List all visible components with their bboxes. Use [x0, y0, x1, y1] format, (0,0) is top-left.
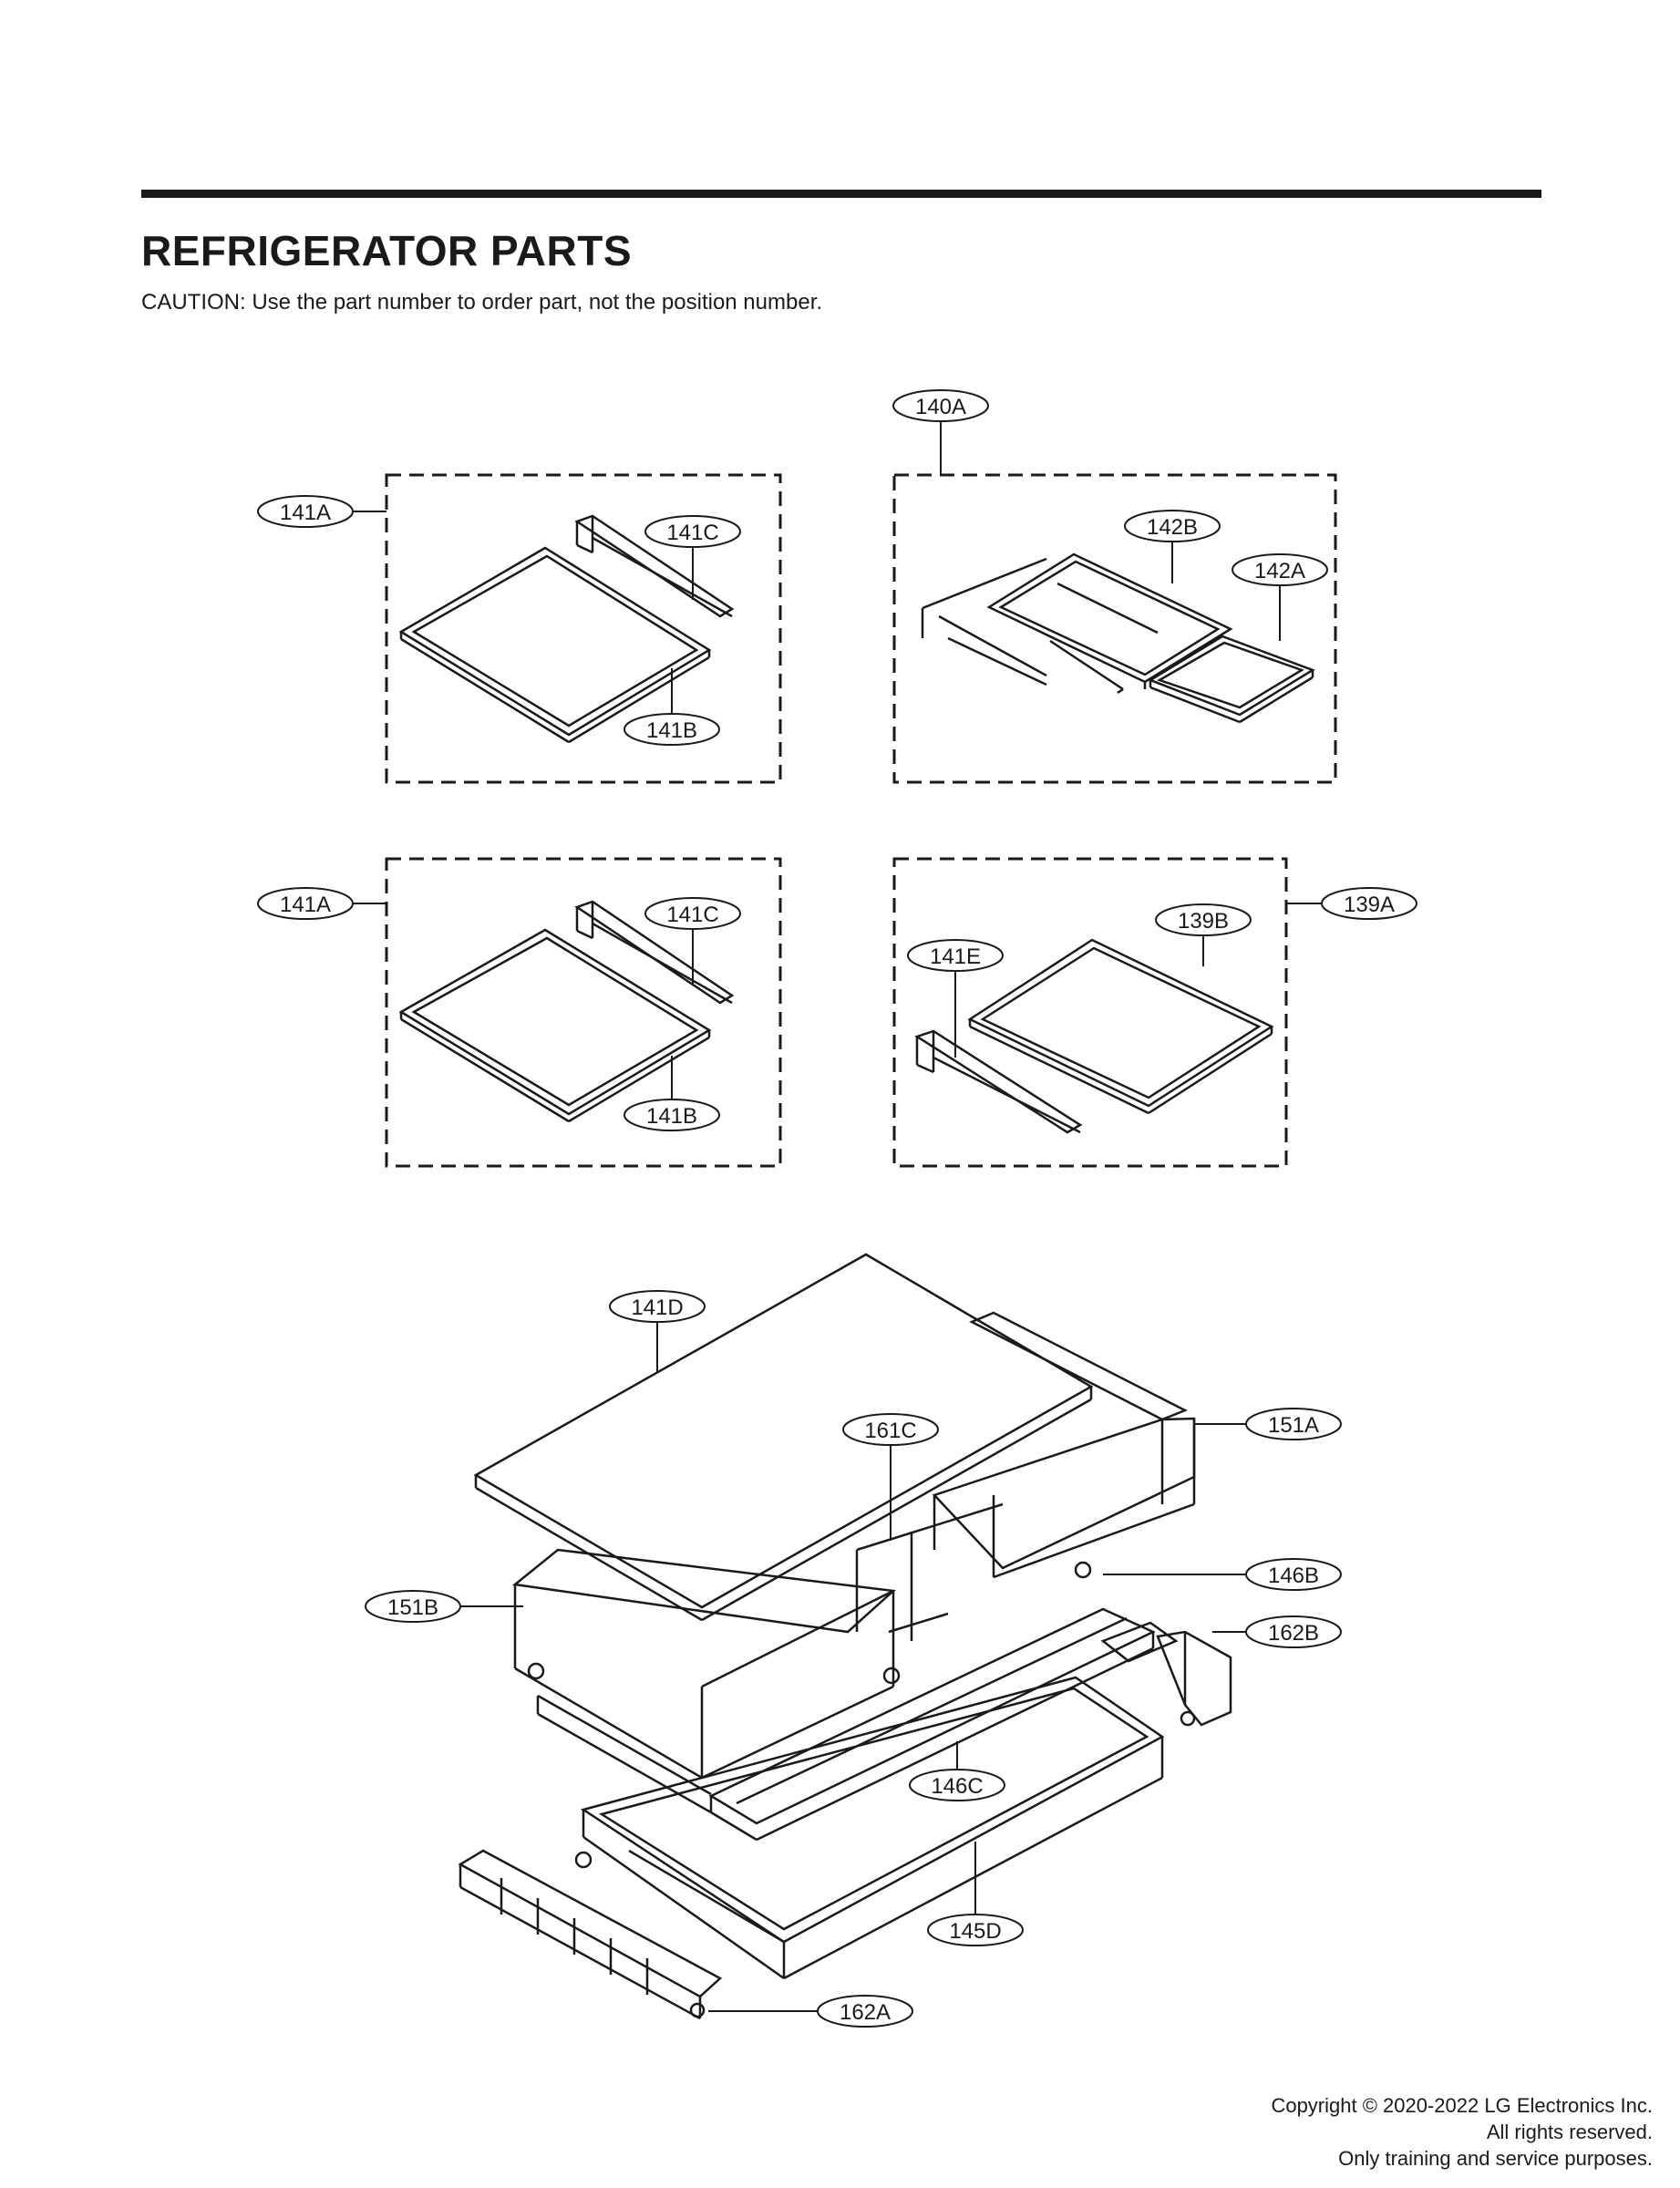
callout-146C: 146C	[909, 1769, 1005, 1801]
label-162B: 162B	[1268, 1621, 1319, 1646]
callout-146B: 146B	[1245, 1558, 1342, 1591]
label-146C: 146C	[931, 1774, 983, 1799]
label-141B-1: 141B	[646, 718, 697, 743]
callout-141C-2: 141C	[644, 897, 741, 930]
group-box-141A-bottom	[346, 857, 782, 1168]
shelf-glass-141B-bottom	[398, 928, 712, 1123]
callout-140A: 140A	[892, 389, 989, 422]
callout-139B: 139B	[1155, 903, 1252, 936]
callout-161C: 161C	[842, 1413, 939, 1446]
caution-text: CAUTION: Use the part number to order pa…	[141, 290, 823, 315]
callout-162A: 162A	[817, 1995, 913, 2028]
callout-139A: 139A	[1321, 887, 1417, 920]
slide-rail-162B	[1100, 1621, 1232, 1727]
callout-141D: 141D	[609, 1290, 706, 1323]
leader-lines-bottom	[460, 1322, 1246, 2012]
group-box-141A-top	[346, 473, 782, 784]
copyright-line-2: All rights reserved.	[1486, 2121, 1653, 2143]
callout-141A-2: 141A	[257, 887, 354, 920]
callout-141A-1: 141A	[257, 495, 354, 528]
page-title: REFRIGERATOR PARTS	[141, 227, 633, 274]
shelf-bracket-141C-top	[574, 514, 735, 618]
crisper-frame-146C	[708, 1607, 1156, 1842]
callout-142A: 142A	[1232, 553, 1328, 586]
callout-145D: 145D	[927, 1914, 1024, 1946]
group-box-140A	[892, 420, 1337, 784]
label-162A: 162A	[840, 2000, 891, 2025]
label-141B-2: 141B	[646, 1104, 697, 1129]
copyright-notice: Copyright © 2020-2022 LG Electronics Inc…	[1271, 2092, 1653, 2172]
shelf-glass-142A	[1148, 635, 1315, 724]
label-141E: 141E	[930, 944, 981, 969]
label-142A: 142A	[1254, 559, 1305, 583]
crisper-drawer-145D	[580, 1676, 1165, 1980]
callout-151A: 151A	[1245, 1408, 1342, 1440]
label-146B: 146B	[1268, 1564, 1319, 1588]
crisper-drawer-151B	[511, 1548, 896, 1814]
shelf-glass-139B	[967, 938, 1274, 1115]
label-151B: 151B	[387, 1595, 438, 1620]
shelf-bracket-141E	[914, 1029, 1083, 1134]
label-142B: 142B	[1147, 515, 1198, 540]
label-151A: 151A	[1268, 1413, 1319, 1438]
label-141A-2: 141A	[280, 893, 331, 917]
shelf-frame-142B	[986, 552, 1233, 695]
label-140A: 140A	[915, 395, 966, 419]
shelf-bracket-141C-bottom	[574, 900, 735, 1005]
label-145D: 145D	[949, 1919, 1001, 1944]
group-box-139A	[892, 857, 1322, 1168]
slide-rail-162A	[458, 1849, 723, 2020]
crisper-drawer-151A	[932, 1311, 1196, 1579]
label-141C-1: 141C	[666, 521, 718, 545]
label-141D: 141D	[631, 1295, 683, 1320]
callout-142B: 142B	[1124, 510, 1221, 542]
callout-151B: 151B	[365, 1590, 461, 1623]
copyright-line-1: Copyright © 2020-2022 LG Electronics Inc…	[1271, 2094, 1653, 2117]
callout-141E: 141E	[907, 939, 1004, 972]
copyright-line-3: Only training and service purposes.	[1338, 2147, 1653, 2170]
label-139A: 139A	[1344, 893, 1395, 917]
label-139B: 139B	[1178, 909, 1229, 934]
callout-162B: 162B	[1245, 1615, 1342, 1648]
shelf-bracket-142B-left	[921, 557, 1047, 686]
label-141C-2: 141C	[666, 903, 718, 927]
header-rule	[141, 190, 1541, 198]
callout-141B-1: 141B	[624, 713, 720, 746]
crisper-assembly	[458, 1253, 1232, 2020]
callout-141B-2: 141B	[624, 1099, 720, 1131]
shelf-glass-141B-top	[398, 546, 712, 744]
center-divider-161C	[855, 1502, 1004, 1641]
callout-141C-1: 141C	[644, 515, 741, 548]
label-141A-1: 141A	[280, 501, 331, 525]
label-161C: 161C	[864, 1419, 916, 1443]
